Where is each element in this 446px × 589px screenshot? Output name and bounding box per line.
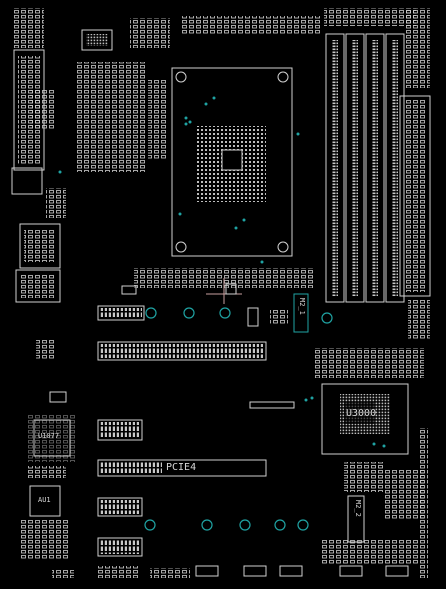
pcie1-area (97, 268, 314, 327)
m2-slot-2-label: M2_2 (354, 500, 362, 517)
pcie-slot-1[interactable] (97, 341, 267, 361)
audio-codec-label: U1077 (38, 432, 60, 440)
pcie-x1-slots[interactable] (97, 401, 295, 557)
cpu-socket[interactable] (171, 67, 293, 257)
rear-io (11, 8, 66, 303)
m2-slot-1-label: M2_1 (298, 298, 306, 315)
mounting-holes (144, 307, 333, 531)
bottom-headers[interactable] (52, 565, 409, 578)
right-edge-parts (399, 8, 431, 340)
dimm-slots[interactable] (325, 33, 405, 303)
chipset[interactable] (314, 348, 424, 455)
lower-right-parts (320, 428, 428, 578)
m2-slot-1[interactable] (293, 293, 309, 333)
pcie4-label: PCIE4 (166, 462, 197, 473)
pcie-slot-4[interactable] (97, 459, 267, 477)
vrm-area (76, 8, 416, 172)
audio-area (20, 340, 76, 560)
vias (58, 96, 386, 448)
super-io-label: AU1 (38, 496, 51, 504)
chipset-label: U3000 (346, 408, 377, 419)
